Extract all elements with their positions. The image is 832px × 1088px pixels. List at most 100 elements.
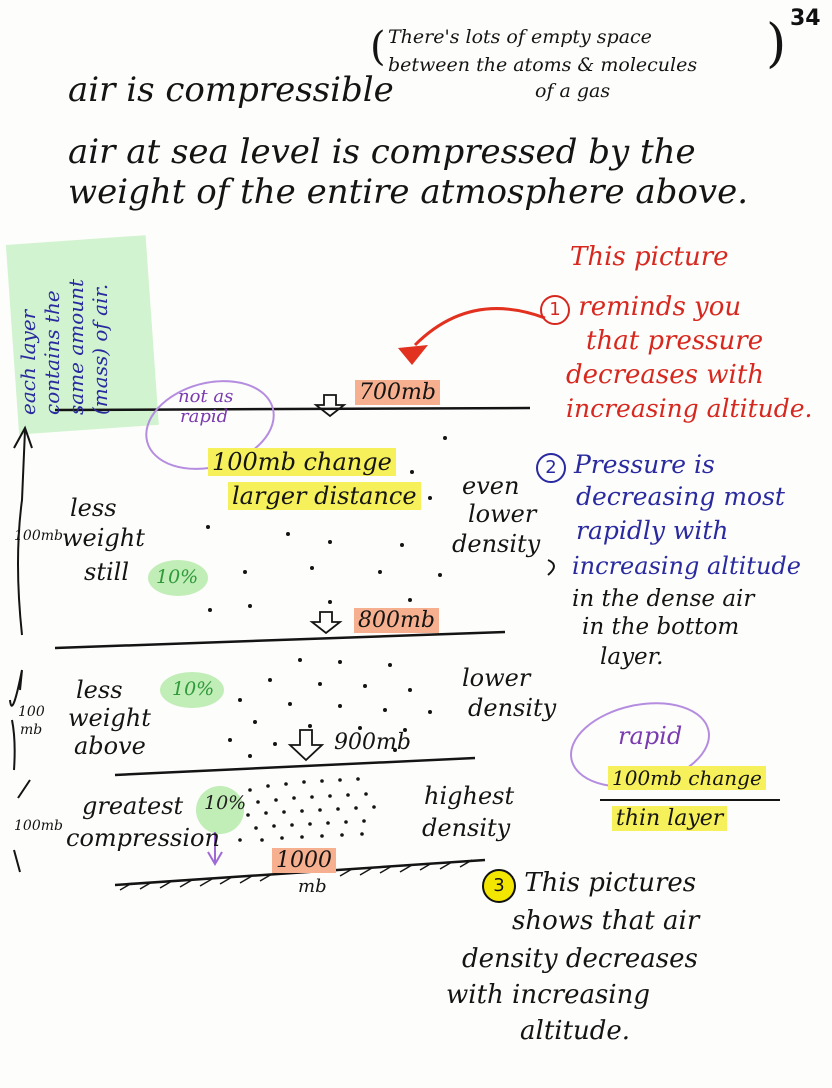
side-note: each layer contains the same amount (mas… — [16, 279, 112, 415]
side-note-line3: same amount — [64, 278, 88, 415]
bottom-compression: compression — [66, 824, 220, 852]
note-2-line4: increasing altitude — [572, 552, 801, 580]
note-2-line6: in the bottom — [582, 614, 740, 640]
note-3-line2: shows that air — [512, 906, 700, 936]
red-pointer-arrow — [413, 307, 546, 347]
note-2-line3: rapidly with — [576, 516, 729, 545]
bottom-layer-bracket — [13, 779, 31, 873]
note-1-line2: that pressure — [586, 326, 764, 356]
top-weight: weight — [62, 524, 145, 552]
distance-text: larger distance — [228, 482, 421, 510]
middle-thickness-top: 100 — [18, 704, 45, 720]
note-2-line5: in the dense air — [572, 586, 755, 612]
compressible-text: air is compressible — [68, 70, 394, 110]
middle-layer-dots — [228, 658, 432, 758]
ground-hatching — [119, 859, 473, 891]
rapid-label-top: rapid — [180, 406, 229, 427]
red-pointer-arrowhead — [398, 345, 428, 365]
fraction-top-text: 100mb change — [608, 766, 766, 790]
right-paren: ) — [766, 14, 787, 74]
side-note-line4: (mass) of air. — [88, 283, 112, 415]
bottom-density: density — [422, 814, 511, 842]
top-even: even — [462, 472, 520, 500]
note-3: 3 This pictures — [482, 868, 696, 903]
level-700-label: 700mb — [355, 380, 440, 405]
fraction-top: 100mb change — [608, 766, 766, 790]
top-lower: lower — [468, 500, 537, 528]
paren-line2: between the atoms & molecules — [388, 54, 698, 76]
bottom-percent: 10% — [204, 792, 247, 814]
paren-line3: of a gas — [535, 80, 611, 102]
note-1-number: 1 — [540, 295, 570, 325]
level-line-700 — [54, 406, 531, 412]
top-layer-dots — [206, 436, 447, 612]
top-less: less — [70, 494, 117, 522]
level-900-label: 900mb — [334, 730, 411, 755]
arrow-900 — [287, 729, 325, 762]
top-thickness: 100mb — [14, 528, 63, 544]
side-note-line2: contains the — [40, 290, 64, 415]
note-1-line1: reminds you — [578, 292, 742, 322]
side-note-highlight — [5, 235, 159, 435]
note-3-line4: with increasing — [446, 980, 651, 1010]
level-800-text: 800mb — [354, 608, 439, 633]
middle-layer-bracket — [9, 669, 23, 771]
arrow-800 — [309, 611, 343, 635]
level-1000-text: 1000 — [272, 848, 336, 873]
middle-above: above — [74, 732, 146, 760]
fraction-bottom: thin layer — [612, 806, 728, 831]
note-1-line4: increasing altitude. — [566, 394, 813, 423]
left-paren: ( — [370, 24, 386, 70]
bottom-percent-highlight — [196, 786, 244, 834]
note-2-number: 2 — [536, 453, 566, 483]
middle-density: density — [468, 694, 557, 722]
middle-weight: weight — [68, 704, 151, 732]
note-3-line5: altitude. — [520, 1016, 631, 1046]
note-2-line7: layer. — [600, 644, 664, 670]
note-3-line3: density decreases — [462, 944, 698, 974]
middle-lower: lower — [462, 664, 531, 692]
middle-percent-highlight — [160, 672, 224, 708]
bottom-layer-dots — [238, 777, 376, 842]
level-line-900 — [114, 756, 476, 777]
sea-level-line2: weight of the entire atmosphere above. — [68, 172, 749, 212]
top-percent-highlight — [148, 560, 208, 596]
note-2-line2: decreasing most — [576, 482, 785, 511]
side-note-line1: each layer — [16, 309, 40, 415]
level-700-text: 700mb — [355, 380, 440, 405]
change-text-top: 100mb change — [208, 448, 396, 476]
top-still: still — [84, 558, 129, 586]
change-label-top: 100mb change — [208, 448, 396, 476]
top-layer-bracket — [17, 429, 26, 636]
not-as-label: not as — [178, 386, 234, 407]
paren-line1: There's lots of empty space — [388, 26, 652, 48]
middle-less: less — [76, 676, 123, 704]
distance-label: larger distance — [228, 482, 421, 510]
middle-thickness-bottom: mb — [20, 722, 43, 738]
level-1000-label: 1000 — [272, 848, 336, 873]
note-2: 2 Pressure is — [536, 450, 715, 483]
bottom-highest: highest — [424, 782, 515, 810]
middle-percent: 10% — [172, 678, 215, 700]
lower-density-brace — [547, 559, 555, 576]
compression-arrow — [207, 832, 223, 866]
note-3-number: 3 — [482, 869, 516, 903]
note-2-line1: Pressure is — [573, 450, 715, 479]
top-percent: 10% — [156, 566, 199, 588]
note-3-line1: This pictures — [524, 868, 697, 898]
level-900-text: 900mb — [334, 730, 411, 755]
bottom-greatest: greatest — [82, 792, 184, 820]
note-1: 1 reminds you — [540, 292, 741, 325]
bottom-thickness: 100mb — [14, 818, 63, 834]
note-1-line3: decreases with — [566, 360, 765, 390]
top-layer-bracket-arrow — [13, 425, 33, 449]
arrow-700 — [313, 394, 347, 418]
top-density: density — [452, 530, 541, 558]
rapid-label-bottom: rapid — [618, 722, 683, 750]
fraction-bottom-text: thin layer — [612, 806, 728, 831]
level-800-label: 800mb — [354, 608, 439, 633]
level-line-800 — [54, 630, 506, 650]
sea-level-line1: air at sea level is compressed by the — [68, 132, 696, 172]
page-number: 34 — [790, 6, 821, 31]
this-picture-label: This picture — [570, 242, 729, 272]
